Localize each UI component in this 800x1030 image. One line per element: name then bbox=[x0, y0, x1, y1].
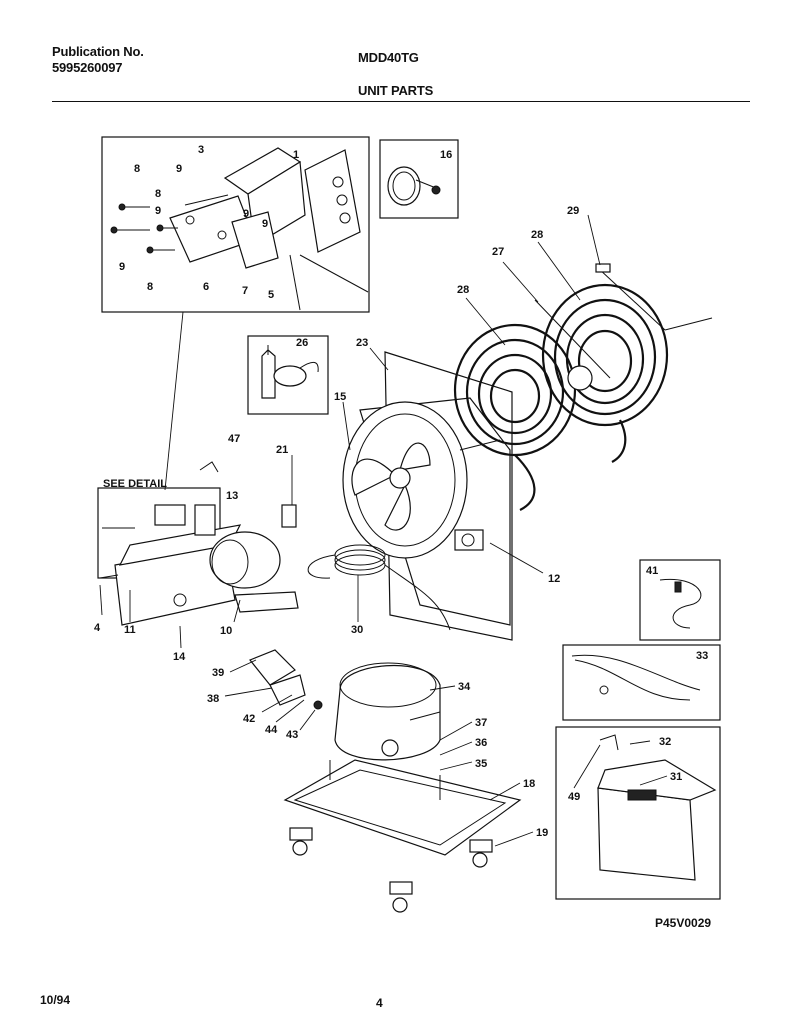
part-label: 37 bbox=[475, 717, 487, 729]
part-label: 12 bbox=[548, 573, 560, 585]
part-label: 9 bbox=[176, 163, 182, 175]
part-label: 34 bbox=[458, 681, 471, 693]
capillary-coil-30 bbox=[307, 544, 451, 631]
part-label: 19 bbox=[536, 827, 548, 839]
part-label: 33 bbox=[696, 650, 708, 662]
part-label: 3 bbox=[198, 144, 204, 156]
part-label: 18 bbox=[523, 778, 535, 790]
part-label: 4 bbox=[94, 622, 101, 634]
part-label: 26 bbox=[296, 337, 308, 349]
part-label: 36 bbox=[475, 737, 487, 749]
part-label: 6 bbox=[203, 281, 209, 293]
part-label: 9 bbox=[243, 208, 249, 220]
part-label: 8 bbox=[147, 281, 153, 293]
part-label: 31 bbox=[670, 771, 682, 783]
publication-number: 5995260097 bbox=[52, 60, 123, 75]
part-label: 23 bbox=[356, 337, 368, 349]
part-label: 8 bbox=[155, 188, 161, 200]
casters-19 bbox=[289, 827, 493, 913]
part-label: 11 bbox=[124, 624, 136, 636]
section-title: UNIT PARTS bbox=[358, 83, 434, 98]
part-label: 42 bbox=[243, 713, 255, 725]
wiring-inset-41 bbox=[639, 559, 721, 641]
overload-39 bbox=[249, 649, 306, 706]
part-number-labels: 1 3 8 9 8 9 9 9 9 8 6 7 5 16 29 28 27 28… bbox=[94, 144, 708, 839]
part-label: 9 bbox=[262, 218, 268, 230]
bracket-47 bbox=[199, 461, 219, 473]
wire-harness-inset-33 bbox=[562, 644, 721, 721]
part-label: 43 bbox=[286, 729, 298, 741]
part-label: 27 bbox=[492, 246, 504, 258]
part-label: 9 bbox=[155, 205, 161, 217]
part-label: 35 bbox=[475, 758, 487, 770]
publication-label: Publication No. bbox=[52, 44, 144, 59]
part-label: 5 bbox=[268, 289, 274, 301]
part-label: 32 bbox=[659, 736, 671, 748]
part-label: 49 bbox=[568, 791, 580, 803]
part-label: 1 bbox=[293, 149, 299, 161]
part-label: 44 bbox=[265, 724, 278, 736]
part-label: 28 bbox=[457, 284, 469, 296]
thermostat-inset-26 bbox=[247, 335, 329, 415]
detail-caption: SEE DETAIL bbox=[103, 478, 167, 490]
part-label: 47 bbox=[228, 433, 240, 445]
part-label: 39 bbox=[212, 667, 224, 679]
footer-date: 10/94 bbox=[40, 993, 71, 1007]
fan-shroud-assembly bbox=[342, 351, 513, 641]
part-label: 15 bbox=[334, 391, 346, 403]
support-rod-27 bbox=[534, 299, 611, 379]
clamp-inset-16 bbox=[379, 139, 459, 219]
capacitor-21 bbox=[281, 504, 297, 528]
part-label: 28 bbox=[531, 229, 543, 241]
control-box-assembly bbox=[97, 487, 299, 626]
compressor-34 bbox=[334, 662, 441, 761]
grommet-43 bbox=[313, 700, 323, 710]
part-label: 8 bbox=[134, 163, 140, 175]
part-label: 9 bbox=[119, 261, 125, 273]
part-label: 14 bbox=[173, 651, 186, 663]
part-label: 16 bbox=[440, 149, 452, 161]
part-label: 10 bbox=[220, 625, 232, 637]
part-label: 21 bbox=[276, 444, 288, 456]
part-label: 38 bbox=[207, 693, 219, 705]
page-number: 4 bbox=[376, 996, 383, 1010]
model-number: MDD40TG bbox=[358, 50, 419, 65]
part-label: 7 bbox=[242, 285, 248, 297]
water-bucket-inset-31 bbox=[555, 726, 721, 900]
part-label: 13 bbox=[226, 490, 238, 502]
part-label: 29 bbox=[567, 205, 579, 217]
condenser-coil-28 bbox=[453, 323, 577, 511]
part-label: 30 bbox=[351, 624, 363, 636]
control-box-detail-inset bbox=[101, 136, 370, 313]
diagram-reference-code: P45V0029 bbox=[655, 916, 712, 930]
leader-lines bbox=[99, 214, 668, 847]
part-label: 41 bbox=[646, 565, 658, 577]
evaporator-coil-28 bbox=[541, 283, 669, 463]
base-pan-18 bbox=[283, 759, 522, 856]
support-rod-29 bbox=[595, 263, 713, 331]
header-rule bbox=[52, 101, 750, 102]
